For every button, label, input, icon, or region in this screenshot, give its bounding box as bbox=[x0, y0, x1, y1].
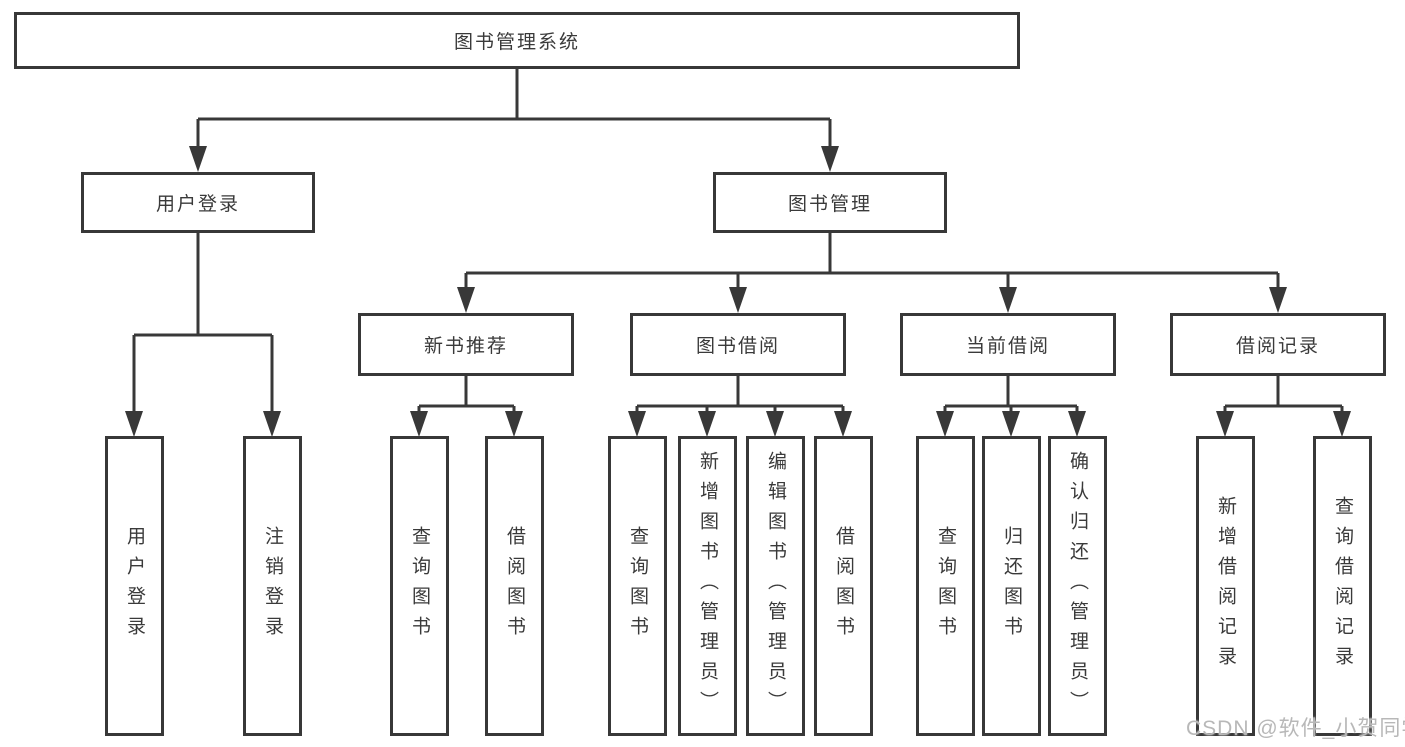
leaf-label: 新增图书（管理员） bbox=[697, 451, 718, 721]
connector-newbooks-to-leaves bbox=[417, 376, 516, 412]
leaf-query-borrow-record: 查询借阅记录 bbox=[1313, 436, 1372, 736]
leaf-borrow-books-recommend: 借阅图书 bbox=[485, 436, 544, 736]
connector-borrowing-to-leaves bbox=[635, 376, 845, 412]
node-user-login: 用户登录 bbox=[81, 172, 315, 233]
node-current-borrowing: 当前借阅 bbox=[900, 313, 1116, 376]
node-label: 图书管理系统 bbox=[453, 32, 580, 53]
leaf-label: 注销登录 bbox=[262, 526, 283, 646]
node-new-book-recommendation: 新书推荐 bbox=[358, 313, 574, 376]
connector-login-to-leaves bbox=[132, 233, 274, 412]
leaf-user-login: 用户登录 bbox=[105, 436, 164, 736]
leaf-query-books-recommend: 查询图书 bbox=[390, 436, 449, 736]
node-label: 图书管理 bbox=[787, 194, 872, 215]
leaf-label: 用户登录 bbox=[124, 526, 145, 646]
node-label: 借阅记录 bbox=[1235, 336, 1320, 357]
leaf-label: 查询借阅记录 bbox=[1332, 496, 1353, 676]
leaf-query-books-current: 查询图书 bbox=[916, 436, 975, 736]
csdn-watermark: CSDN @软件_小贺同学 bbox=[1186, 717, 1405, 740]
leaf-label: 确认归还（管理员） bbox=[1067, 451, 1088, 721]
connector-root-to-level2 bbox=[196, 69, 832, 147]
leaf-label: 查询图书 bbox=[935, 526, 956, 646]
leaf-label: 新增借阅记录 bbox=[1215, 496, 1236, 676]
node-book-management: 图书管理 bbox=[713, 172, 947, 233]
connector-mgmt-to-level3 bbox=[464, 233, 1280, 288]
leaf-label: 查询图书 bbox=[627, 526, 648, 646]
leaf-confirm-return-admin: 确认归还（管理员） bbox=[1048, 436, 1107, 736]
leaf-logout: 注销登录 bbox=[243, 436, 302, 736]
leaf-borrow-books-borrowing: 借阅图书 bbox=[814, 436, 873, 736]
arrowheads-level2 bbox=[189, 146, 839, 172]
arrowheads-level3 bbox=[457, 287, 1287, 313]
leaf-add-borrow-record: 新增借阅记录 bbox=[1196, 436, 1255, 736]
node-borrowing-records: 借阅记录 bbox=[1170, 313, 1386, 376]
node-book-borrowing: 图书借阅 bbox=[630, 313, 846, 376]
connector-records-to-leaves bbox=[1223, 376, 1344, 412]
connector-current-to-leaves bbox=[943, 376, 1079, 412]
arrowheads-leaf-row bbox=[410, 411, 1351, 437]
leaf-edit-books-admin: 编辑图书（管理员） bbox=[746, 436, 805, 736]
leaf-label: 归还图书 bbox=[1001, 526, 1022, 646]
leaf-label: 借阅图书 bbox=[504, 526, 525, 646]
leaf-return-books: 归还图书 bbox=[982, 436, 1041, 736]
leaf-add-books-admin: 新增图书（管理员） bbox=[678, 436, 737, 736]
leaf-query-books-borrowing: 查询图书 bbox=[608, 436, 667, 736]
node-label: 用户登录 bbox=[155, 194, 240, 215]
arrowheads-login-leaves bbox=[125, 411, 281, 437]
leaf-label: 编辑图书（管理员） bbox=[765, 451, 786, 721]
leaf-label: 查询图书 bbox=[409, 526, 430, 646]
leaf-label: 借阅图书 bbox=[833, 526, 854, 646]
node-library-management-system: 图书管理系统 bbox=[14, 12, 1020, 69]
node-label: 新书推荐 bbox=[423, 336, 508, 357]
node-label: 图书借阅 bbox=[695, 336, 780, 357]
node-label: 当前借阅 bbox=[965, 336, 1050, 357]
